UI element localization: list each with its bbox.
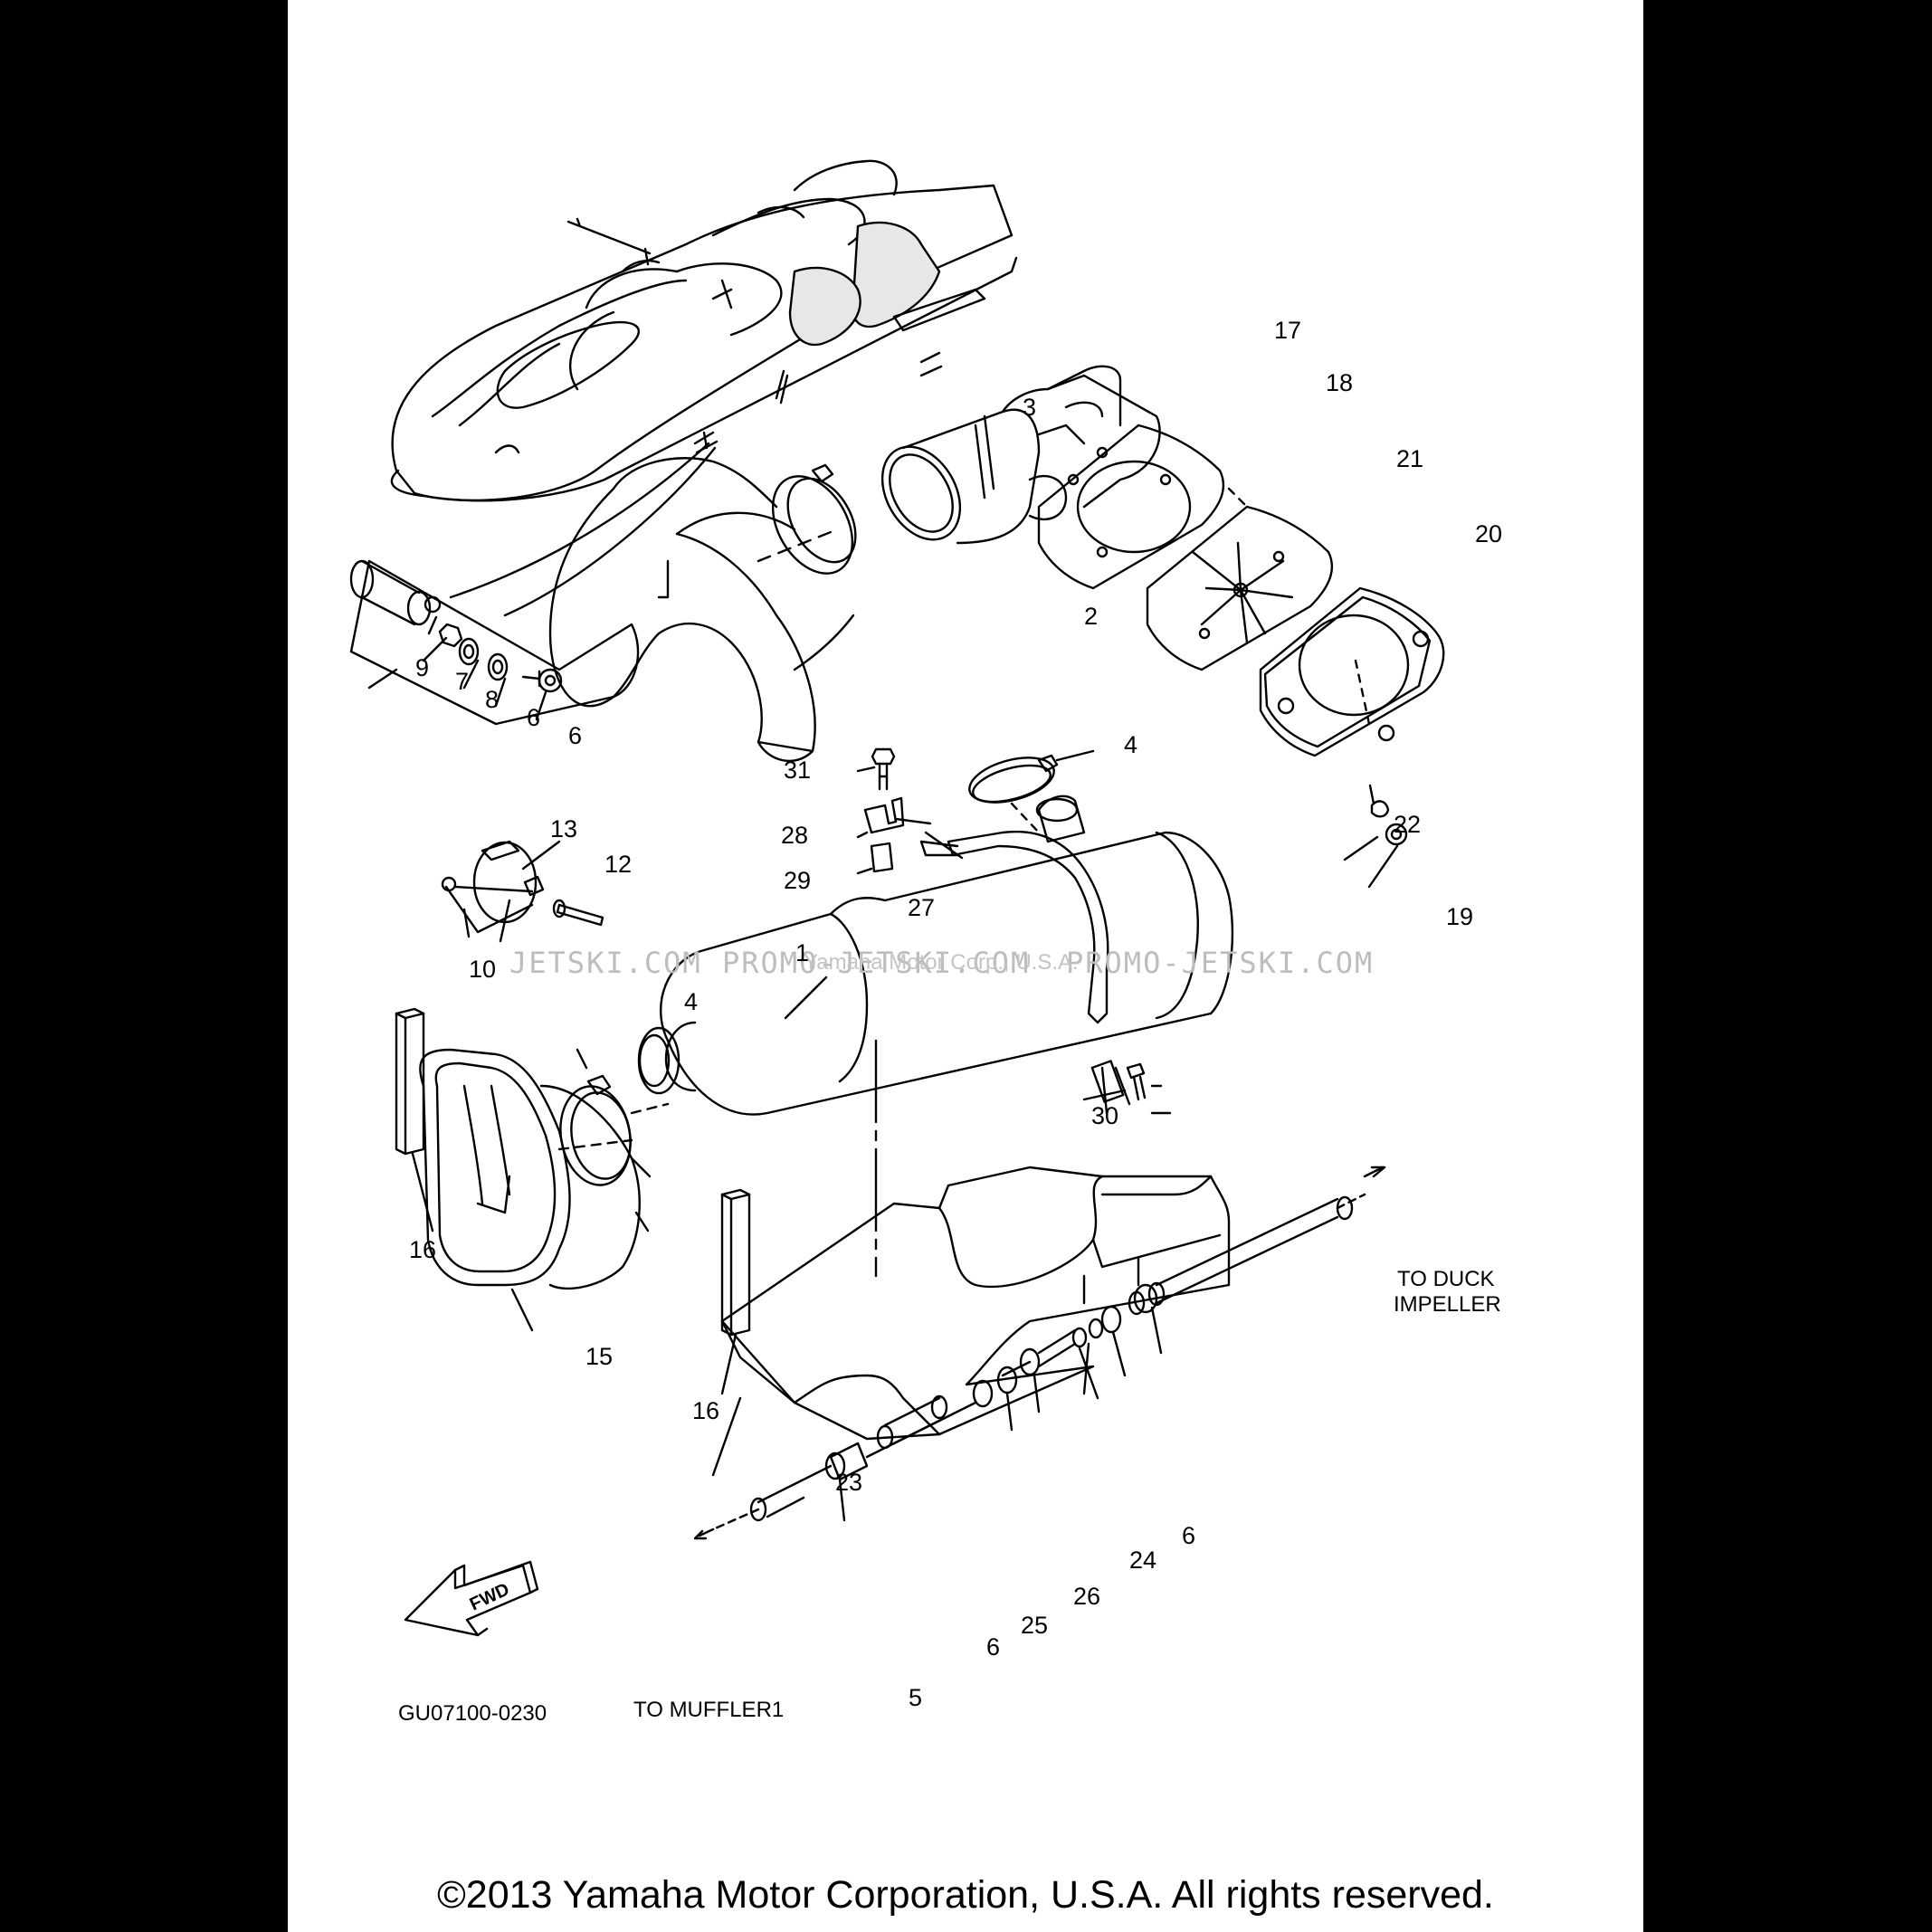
fwd-arrow-icon: FWD xyxy=(404,1560,539,1637)
callout-2: 2 xyxy=(1084,603,1099,630)
exploded-parts-drawing: FWD xyxy=(349,159,1445,1637)
diagram-code: GU07100-0230 xyxy=(398,1701,547,1726)
callout-18: 18 xyxy=(1326,369,1354,396)
callout-16-left: 16 xyxy=(409,1236,437,1263)
callout-12: 10 xyxy=(469,956,497,983)
callout-13: 12 xyxy=(604,851,633,878)
callout-8: 6 xyxy=(527,704,541,731)
callout-20: 20 xyxy=(1475,520,1503,547)
callout-21: 21 xyxy=(1396,445,1424,472)
collar-14-pin-13 xyxy=(441,840,604,943)
callout-26: 26 xyxy=(1073,1583,1101,1610)
gasket-plates xyxy=(1037,424,1445,757)
copyright-notice: ©2013 Yamaha Motor Corporation, U.S.A. A… xyxy=(437,1873,1494,1917)
callout-27: 27 xyxy=(908,894,936,921)
callout-28: 28 xyxy=(781,822,809,849)
floor-piece-23 xyxy=(711,1039,1231,1477)
callout-7: 6 xyxy=(568,722,583,749)
callout-1: 1 xyxy=(795,939,810,966)
callout-25: 25 xyxy=(1021,1612,1049,1639)
bolts-19-22 xyxy=(1343,784,1408,889)
note-duct-line-1: TO DUCK xyxy=(1397,1267,1495,1291)
callout-19: 19 xyxy=(1446,903,1474,930)
joint-pipe-17 xyxy=(771,365,1161,575)
callout-10: 8 xyxy=(485,686,500,713)
watermark-jetski: JETSKI.COM xyxy=(509,946,702,980)
callout-11: 9 xyxy=(415,654,430,681)
bolt-30 xyxy=(1082,1062,1172,1115)
callout-6-left: 6 xyxy=(986,1633,1001,1661)
callout-9: 7 xyxy=(455,668,470,695)
note-to-muffler: TO MUFFLER1 xyxy=(633,1698,785,1722)
callout-4-upper: 4 xyxy=(1124,731,1138,758)
callout-3: 3 xyxy=(1023,394,1037,421)
parts-diagram-sheet: FWD JETSKI.COM PROMO-JETSKI.COM PROMO-JE… xyxy=(288,0,1643,1932)
callout-23: 23 xyxy=(835,1469,863,1496)
hose-clamp-4-lower xyxy=(559,1048,670,1186)
callout-15: 15 xyxy=(585,1343,614,1370)
exhaust-pipe-2 xyxy=(548,457,855,763)
hose-assembly xyxy=(693,1166,1386,1540)
duct-15 xyxy=(419,1048,652,1332)
callout-6-right: 6 xyxy=(1182,1522,1196,1549)
callout-22: 22 xyxy=(1394,811,1422,838)
callout-14: 13 xyxy=(550,815,578,842)
callout-16-right: 16 xyxy=(692,1397,720,1424)
callout-29: 29 xyxy=(784,867,812,894)
watermark-yamaha: Yamaha Motor Corp., U.S.A. xyxy=(804,950,1079,975)
callout-5: 5 xyxy=(909,1684,923,1711)
callout-24: 24 xyxy=(1129,1547,1157,1574)
drain-fitting-inset xyxy=(349,559,640,726)
callout-4-lower: 4 xyxy=(684,988,699,1015)
watermark-promo-jetski-2: PROMO-JETSKI.COM xyxy=(1066,946,1375,980)
callout-31: 31 xyxy=(784,757,812,784)
callout-30: 30 xyxy=(1091,1102,1119,1129)
bracket-parts-28-29-31 xyxy=(856,747,964,875)
blocks-16 xyxy=(395,1007,751,1395)
watermark-promo-jetski-1: PROMO-JETSKI.COM xyxy=(722,946,1031,980)
callout-17: 17 xyxy=(1274,317,1302,344)
note-duct-line-2: IMPELLER xyxy=(1394,1292,1501,1317)
muffler-1 xyxy=(637,795,1234,1116)
watercraft-illustration xyxy=(390,159,1018,617)
hose-clamp-4-upper xyxy=(968,749,1095,834)
